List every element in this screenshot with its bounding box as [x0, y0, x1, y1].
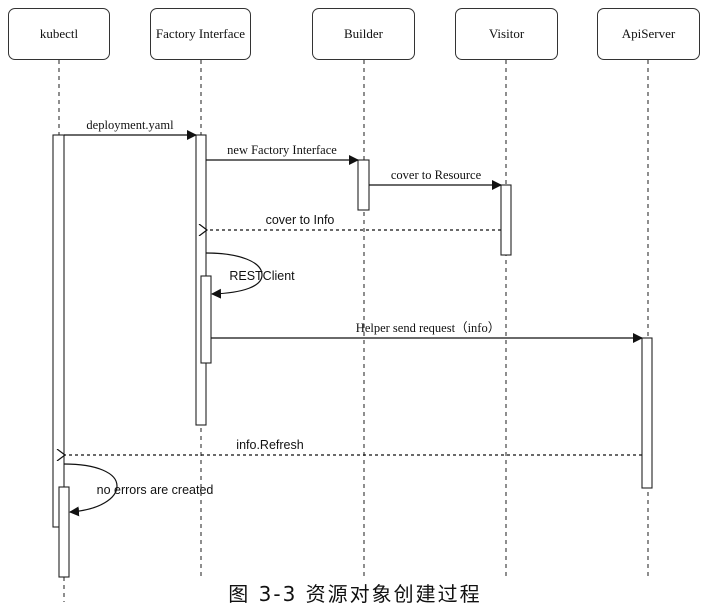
activation-visitor	[500, 184, 512, 256]
participant-label: Factory Interface	[155, 26, 246, 41]
participant-apiserver: ApiServer	[597, 8, 700, 60]
participant-label: Builder	[344, 26, 383, 41]
participant-label: ApiServer	[621, 26, 676, 41]
message-label-cover-to-resource: cover to Resource	[391, 168, 482, 182]
message-arrow-no-errors	[63, 463, 118, 517]
participant-kubectl: kubectl	[8, 8, 110, 60]
message-label-helper-send-request: Helper send request（info）	[356, 321, 500, 335]
activation-builder	[357, 159, 370, 211]
activation-apiserver	[641, 337, 653, 489]
participant-label: Visitor	[488, 26, 525, 41]
message-label-deployment-yaml: deployment.yaml	[86, 118, 174, 132]
participant-factory-interface: Factory Interface	[150, 8, 251, 60]
message-label-cover-to-info: cover to Info	[266, 213, 335, 227]
message-label-info-refresh: info.Refresh	[236, 438, 303, 452]
message-label-no-errors: no errors are created	[97, 483, 214, 497]
message-arrow-restclient	[205, 252, 263, 299]
activation-factory-restclient	[200, 275, 212, 364]
message-label-new-factory-interface: new Factory Interface	[227, 143, 337, 157]
activation-kubectl	[52, 134, 65, 528]
participant-visitor: Visitor	[455, 8, 558, 60]
participant-label: kubectl	[39, 26, 79, 41]
figure-caption: 图 3-3 资源对象创建过程	[228, 582, 482, 606]
participant-builder: Builder	[312, 8, 415, 60]
activation-kubectl-nested	[58, 486, 70, 578]
message-label-restclient: RESTClient	[229, 269, 295, 283]
